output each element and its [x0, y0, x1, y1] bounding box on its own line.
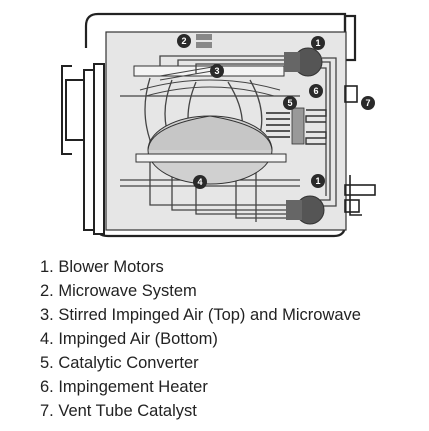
callout-6: 6 — [309, 84, 323, 98]
converter-block — [291, 107, 305, 145]
heater-coils — [305, 109, 327, 145]
svg-text:1: 1 — [315, 176, 320, 186]
stirred-air-arcs — [139, 65, 281, 97]
callout-2: 2 — [177, 34, 191, 48]
legend-item: 6. Impingement Heater — [40, 378, 208, 396]
svg-text:4: 4 — [197, 177, 202, 187]
blower-top-housing — [284, 52, 300, 72]
svg-text:3: 3 — [214, 66, 219, 76]
oven-diagram: 1 1 2 3 4 5 6 7 — [61, 12, 376, 238]
food-dish — [135, 115, 287, 185]
legend-item: 5. Catalytic Converter — [40, 354, 199, 372]
legend-item: 1. Blower Motors — [40, 258, 164, 276]
callout-1-top: 1 — [311, 36, 325, 50]
legend-list: 1. Blower Motors 2. Microwave System 3. … — [40, 255, 361, 423]
legend-item: 7. Vent Tube Catalyst — [40, 402, 197, 420]
callout-5: 5 — [283, 96, 297, 110]
svg-text:5: 5 — [287, 98, 292, 108]
blower-bottom-housing — [286, 200, 302, 220]
oven-door — [83, 63, 105, 235]
legend-item: 3. Stirred Impinged Air (Top) and Microw… — [40, 306, 361, 324]
callout-4: 4 — [193, 175, 207, 189]
svg-text:2: 2 — [181, 36, 186, 46]
side-fittings — [344, 85, 376, 216]
door-handle — [61, 65, 84, 155]
callout-3: 3 — [210, 64, 224, 78]
svg-text:1: 1 — [315, 38, 320, 48]
callout-7: 7 — [361, 96, 375, 110]
callout-1-bottom: 1 — [311, 174, 325, 188]
svg-text:7: 7 — [365, 98, 370, 108]
legend-item: 2. Microwave System — [40, 282, 197, 300]
microwave-unit — [196, 34, 212, 48]
catalytic-converter-grid — [266, 112, 290, 138]
legend-item: 4. Impinged Air (Bottom) — [40, 330, 218, 348]
svg-text:6: 6 — [313, 86, 318, 96]
